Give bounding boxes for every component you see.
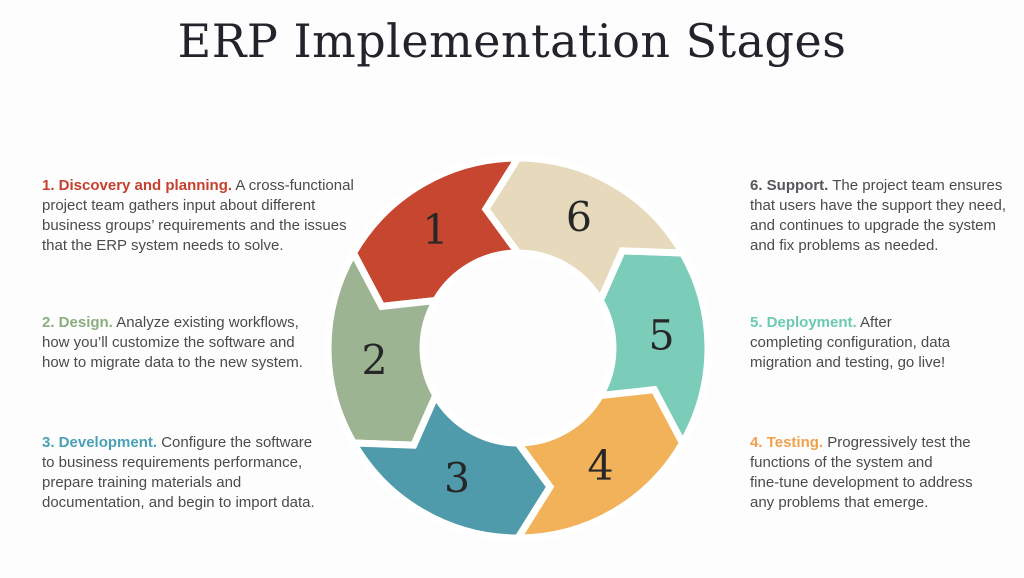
- stage-body-4: Progressively test the functions of the …: [750, 434, 973, 511]
- segment-number-6: 6: [566, 194, 592, 242]
- segment-number-4: 4: [588, 442, 614, 490]
- cycle-segment-6: [481, 154, 689, 309]
- stage-heading-2: 2. Design.: [42, 314, 113, 331]
- stage-heading-1: 1. Discovery and planning.: [42, 177, 233, 194]
- stage-heading-5: 5. Deployment.: [750, 314, 857, 331]
- stage-body-6: The project team ensures that users have…: [750, 177, 1007, 254]
- segment-number-2: 2: [361, 337, 387, 385]
- stage-body-5: After completing configuration, data mig…: [750, 314, 951, 371]
- segment-number-5: 5: [648, 311, 674, 359]
- segment-number-1: 1: [422, 206, 448, 254]
- stage-block-1: 1. Discovery and planning. A cross-funct…: [42, 176, 402, 256]
- stage-block-6: 6. Support. The project team ensures tha…: [750, 176, 1024, 256]
- stage-block-2: 2. Design. Analyze existing workflows, h…: [42, 313, 402, 373]
- stage-body-3: Configure the software to business requi…: [42, 434, 315, 511]
- stage-block-5: 5. Deployment. After completing configur…: [750, 313, 1024, 373]
- stage-heading-4: 4. Testing.: [750, 434, 824, 451]
- page-title: ERP Implementation Stages: [177, 14, 847, 68]
- stage-block-4: 4. Testing. Progressively test the funct…: [750, 433, 1024, 513]
- stage-block-3: 3. Development. Configure the software t…: [42, 433, 402, 513]
- stage-body-1: A cross-functional project team gathers …: [42, 177, 354, 254]
- stage-body-2: Analyze existing workflows, how you’ll c…: [42, 314, 303, 371]
- stage-heading-3: 3. Development.: [42, 434, 158, 451]
- stage-heading-6: 6. Support.: [750, 177, 829, 194]
- segment-number-3: 3: [444, 455, 470, 503]
